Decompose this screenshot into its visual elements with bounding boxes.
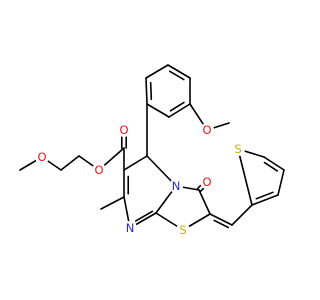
bond-a6-a1 — [146, 103, 170, 118]
bond-inner-a5-a6 — [169, 101, 185, 112]
bond-C7-Cm — [100, 196, 125, 210]
bond-inner-Th2-Th3 — [255, 191, 274, 200]
svg-text:O: O — [202, 175, 211, 189]
molecule-diagram: O O O O O S S N — [19, 64, 285, 237]
svg-text:O: O — [119, 123, 128, 137]
bond-a3-a4 — [167, 64, 191, 79]
atom-n-ring: N — [123, 221, 137, 235]
bond-a1-a2 — [145, 77, 148, 105]
atom-n-fused: N — [169, 179, 183, 193]
bond-Th4-Th5 — [263, 156, 285, 171]
bond-a5-a6 — [168, 103, 191, 118]
bond-Th3-Th4 — [277, 169, 285, 196]
bond-inner-a1-a2 — [149, 81, 153, 101]
atom-o-carbonyl: O — [200, 175, 214, 189]
bond-inner-Nb-C8a — [134, 210, 154, 222]
bond-Cc1-Cc2 — [60, 155, 80, 171]
bond-inner-Th4-Th5 — [263, 161, 279, 172]
atom-o-ester-link: O — [92, 163, 106, 177]
atom-o-ester-carbonyl: O — [117, 123, 131, 137]
bond-CH-Th2 — [231, 204, 253, 226]
bond-C3-C2 — [198, 189, 211, 215]
bond-inner-C2-CH — [213, 219, 230, 229]
atom-o-ring-methoxy: O — [200, 123, 214, 137]
bond-Ts-Th2 — [237, 148, 253, 206]
bond-C5-C6 — [123, 155, 148, 171]
bond-C2-CH — [209, 213, 233, 226]
svg-text:S: S — [179, 223, 186, 237]
atom-s-thiazole: S — [176, 223, 190, 237]
svg-text:O: O — [202, 123, 211, 137]
svg-text:O: O — [94, 163, 103, 177]
svg-text:N: N — [172, 179, 181, 193]
svg-text:N: N — [126, 221, 135, 235]
bond-Th2-Th3 — [251, 194, 279, 206]
bond-inner-a3-a4 — [168, 70, 185, 81]
bond-a2-a3 — [145, 64, 169, 79]
atom-label-layer: O O O O O S S N — [35, 123, 245, 237]
atom-o-chain-methoxy: O — [35, 150, 49, 164]
svg-text:S: S — [234, 142, 241, 156]
svg-text:O: O — [37, 150, 46, 164]
atom-s-thiophene: S — [231, 142, 245, 156]
